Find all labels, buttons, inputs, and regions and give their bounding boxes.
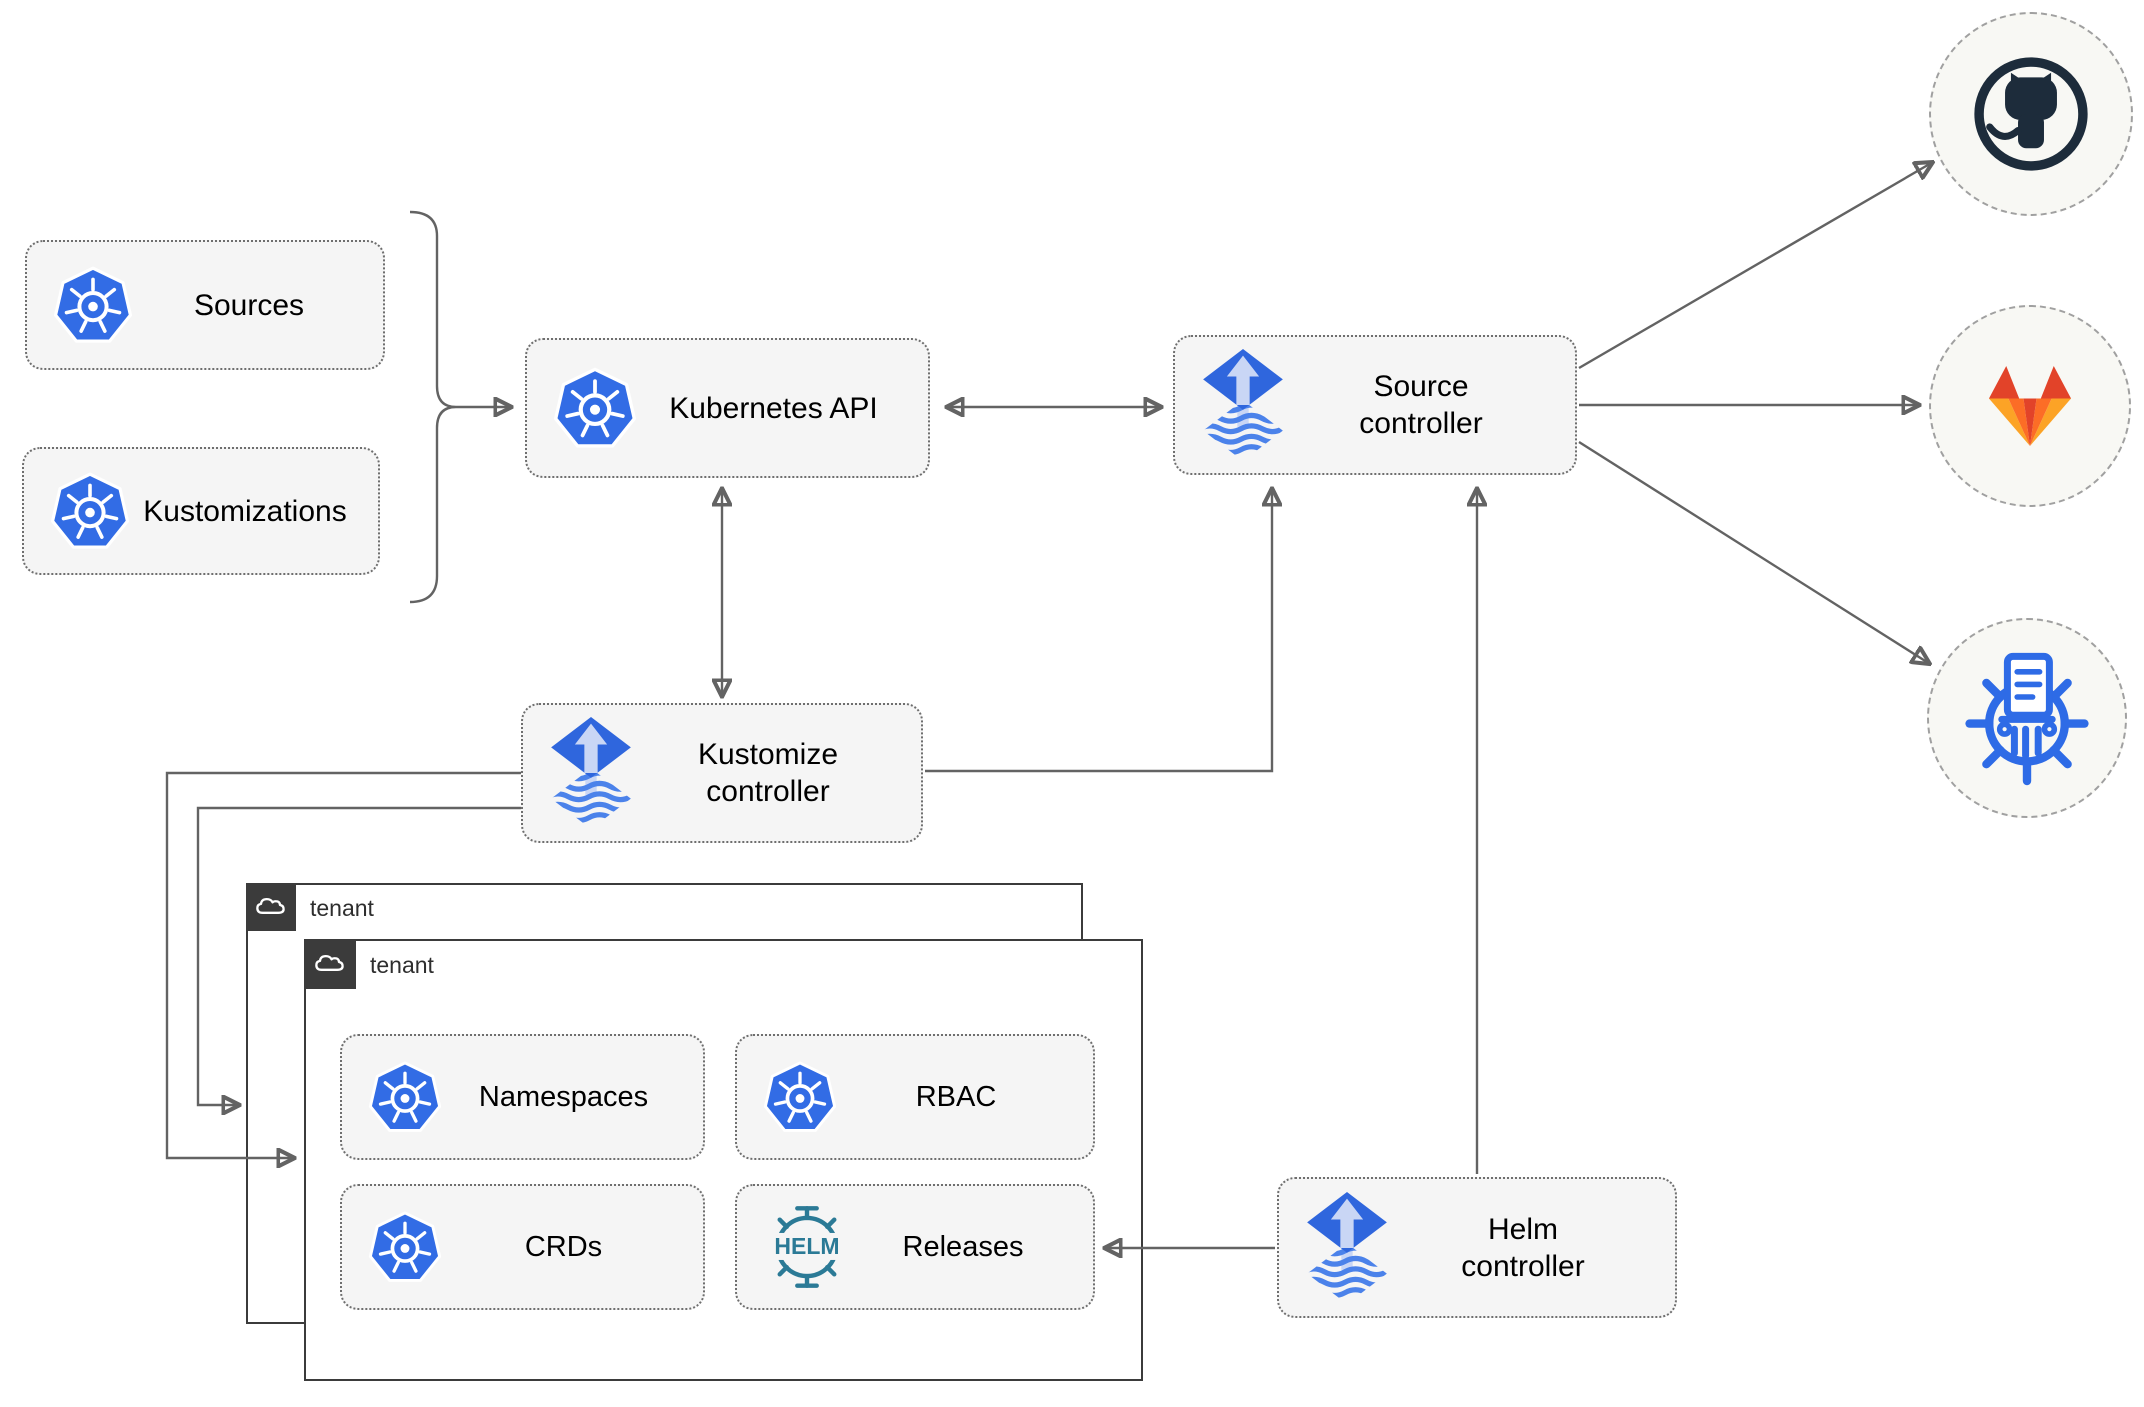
tenant-label: tenant <box>310 895 374 921</box>
node-label: Kustomize controller <box>697 738 839 808</box>
node-namespaces: Namespaces <box>340 1034 705 1160</box>
chartmuseum-icon <box>1957 648 2097 788</box>
flux-icon <box>1305 1192 1389 1304</box>
node-helm-controller: Helm controller <box>1277 1177 1677 1318</box>
tenant-chip <box>245 882 296 931</box>
kubernetes-icon <box>763 1060 837 1134</box>
tenant-chip <box>303 938 356 989</box>
kubernetes-icon <box>53 265 133 345</box>
github-icon <box>1972 55 2090 173</box>
node-label: Helm controller <box>1461 1212 1585 1283</box>
flux-icon <box>549 717 633 829</box>
node-crds: CRDs <box>340 1184 705 1310</box>
edge-source-to-chartmuseum <box>1578 440 1930 664</box>
cloud-icon <box>314 953 346 974</box>
kubernetes-icon <box>553 366 637 450</box>
helm-wordmark: HELM <box>772 1232 842 1260</box>
flux-icon <box>1201 349 1285 461</box>
external-github <box>1929 12 2133 216</box>
node-label: Kustomizations <box>143 494 347 528</box>
node-source-controller: Source controller <box>1173 335 1577 475</box>
edge-source-to-github <box>1578 162 1933 370</box>
node-label: Namespaces <box>478 1080 649 1113</box>
external-chartmuseum <box>1927 618 2127 818</box>
node-kustomizations: Kustomizations <box>22 447 380 575</box>
node-label: Source controller <box>1359 370 1483 440</box>
node-rbac: RBAC <box>735 1034 1095 1160</box>
node-label: CRDs <box>524 1230 603 1263</box>
edge-kustomize-to-source-controller <box>925 488 1272 773</box>
node-releases: HELM Releases <box>735 1184 1095 1310</box>
kubernetes-icon <box>50 471 130 551</box>
external-gitlab <box>1929 305 2131 507</box>
node-label: RBAC <box>915 1080 997 1113</box>
tenant-label: tenant <box>370 952 434 978</box>
helm-icon: HELM <box>763 1203 851 1291</box>
tenant-box-front: tenant <box>303 938 1143 1381</box>
node-label: Kubernetes API <box>669 391 878 425</box>
node-kustomize-controller: Kustomize controller <box>521 703 923 843</box>
node-label: Releases <box>902 1230 1024 1263</box>
kubernetes-icon <box>368 1060 442 1134</box>
brace-sources-group <box>409 210 457 604</box>
gitlab-icon <box>1976 357 2084 455</box>
node-kubernetes-api: Kubernetes API <box>525 338 930 478</box>
cloud-icon <box>255 896 287 917</box>
kubernetes-icon <box>368 1210 442 1284</box>
node-label: Sources <box>193 288 305 322</box>
node-sources: Sources <box>25 240 385 370</box>
